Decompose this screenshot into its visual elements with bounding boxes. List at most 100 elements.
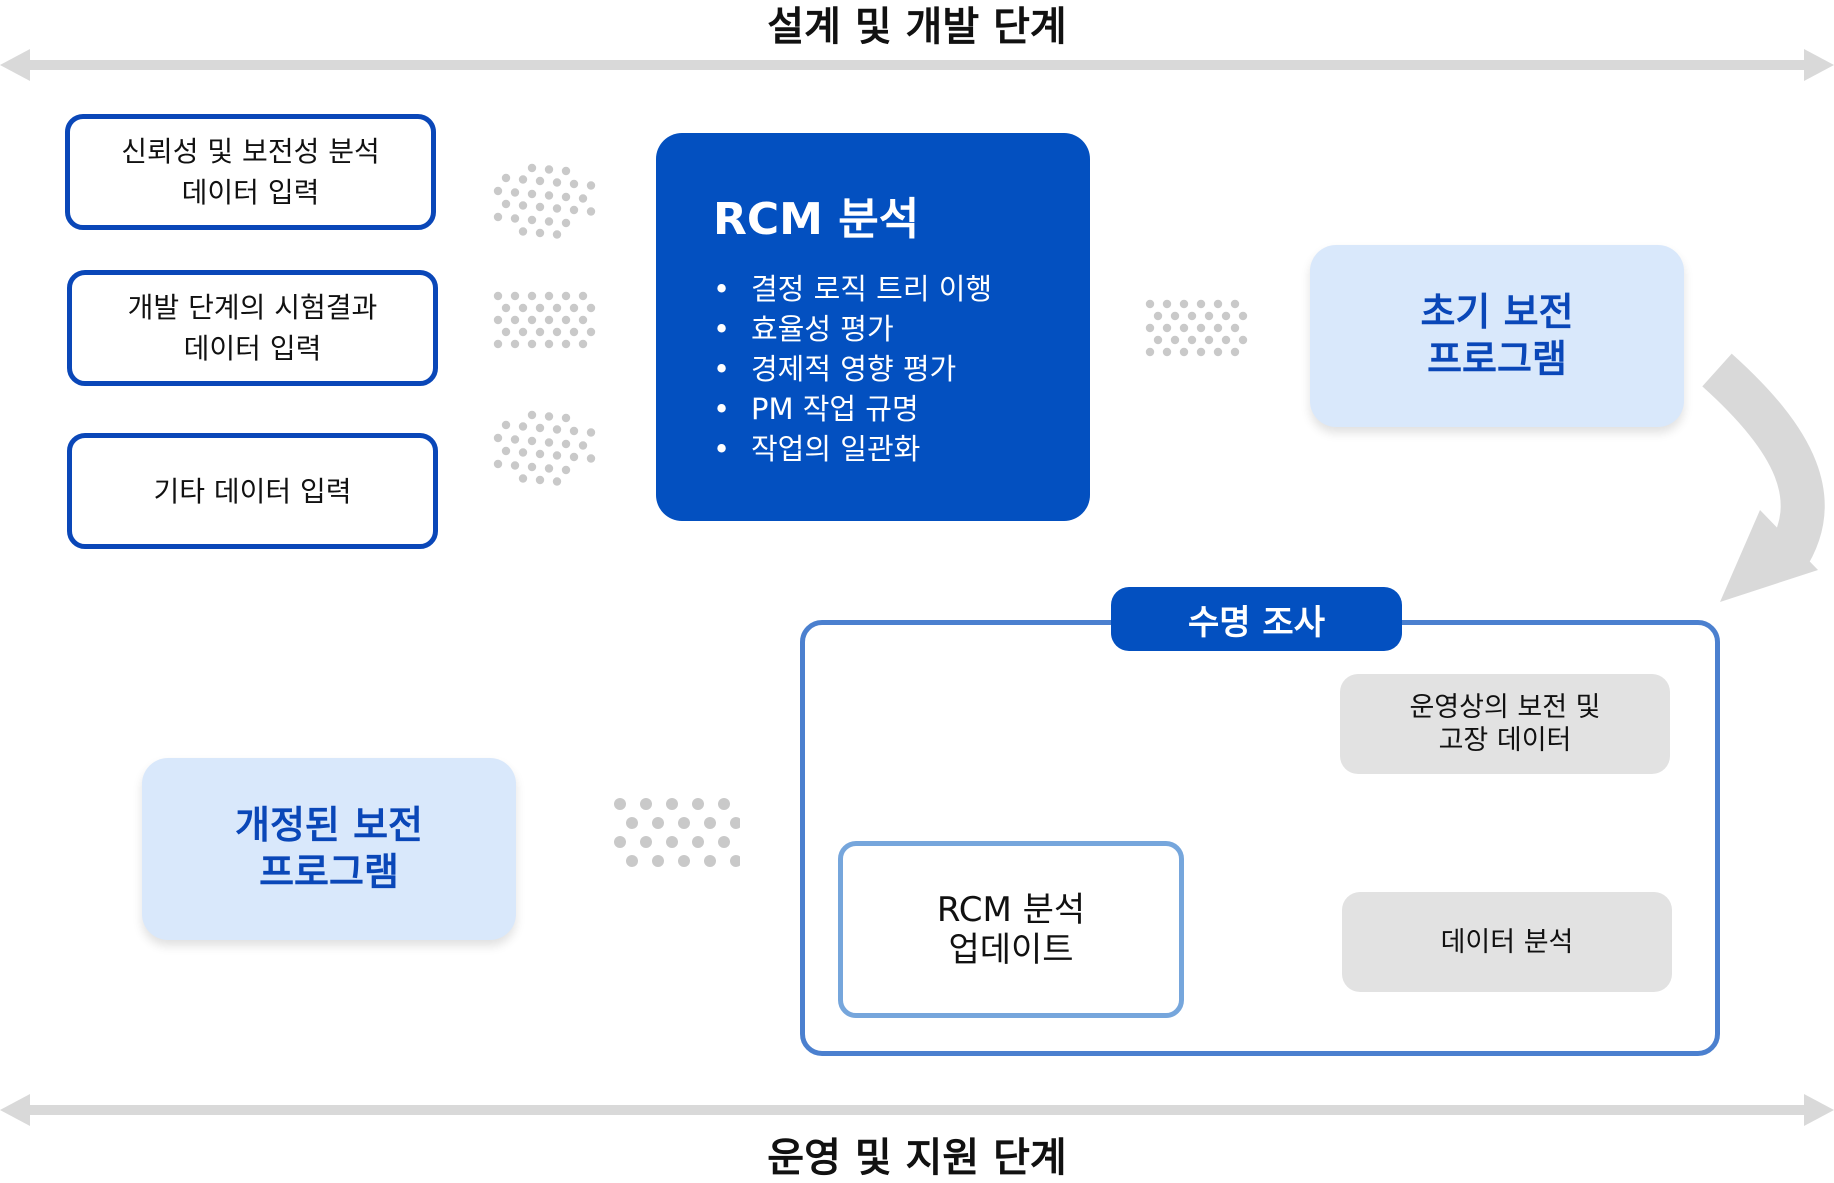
connector-dot xyxy=(1204,335,1214,345)
input-box-other: 기타 데이터 입력 xyxy=(67,433,438,549)
connector-dot xyxy=(586,181,596,190)
connector-dot xyxy=(493,186,503,196)
connector-dot xyxy=(1179,323,1189,333)
connector-dot xyxy=(493,315,503,325)
connector-dot xyxy=(1187,311,1197,321)
connector-dot xyxy=(718,836,730,848)
connector-dot xyxy=(535,475,545,485)
input-test-results-line1: 개발 단계의 시험결과 xyxy=(127,291,378,324)
dots-connector-2 xyxy=(493,291,596,349)
data-analysis-box: 데이터 분석 xyxy=(1342,892,1672,992)
connector-dot xyxy=(493,459,503,469)
connector-dot xyxy=(666,836,678,848)
connector-dot xyxy=(578,315,588,325)
connector-dot xyxy=(510,188,520,197)
connector-dot xyxy=(1162,323,1172,333)
rcm-analysis-title: RCM 분석 xyxy=(713,194,920,245)
connector-dot xyxy=(1196,347,1206,357)
connector-dot xyxy=(501,199,511,209)
design-phase-title: 설계 및 개발 단계 xyxy=(767,4,1067,50)
connector-dot xyxy=(527,315,537,325)
connector-dot xyxy=(1187,335,1197,345)
connector-dot xyxy=(544,165,554,174)
connector-dot xyxy=(640,836,652,848)
design-phase-arrow xyxy=(0,49,1834,81)
connector-dot xyxy=(552,204,562,213)
connector-dot xyxy=(614,836,626,848)
input-reliability-line1: 신뢰성 및 보전성 분석 xyxy=(121,135,380,168)
connector-dot xyxy=(569,452,579,462)
connector-dot xyxy=(652,817,664,829)
connector-dot xyxy=(501,420,511,430)
connector-dot xyxy=(718,798,730,810)
connector-dot xyxy=(1196,299,1206,309)
rcm-analysis-box: RCM 분석 결정 로직 트리 이행 효율성 평가 경제적 영향 평가 PM 작… xyxy=(656,133,1090,521)
rcm-item: 작업의 일관화 xyxy=(713,429,1090,469)
connector-dot xyxy=(1221,311,1231,321)
connector-dot xyxy=(527,436,537,446)
rcm-item: 결정 로직 트리 이행 xyxy=(713,269,1090,309)
connector-dot xyxy=(578,291,588,301)
dots-connector-3 xyxy=(493,410,596,486)
connector-dot xyxy=(561,166,571,176)
connector-dot xyxy=(1153,311,1163,321)
connector-dot xyxy=(493,212,503,222)
connector-dot xyxy=(544,217,554,226)
connector-dot xyxy=(518,175,528,184)
connector-dot xyxy=(527,410,537,420)
connector-dot xyxy=(561,291,571,301)
connector-dot xyxy=(569,327,579,337)
revised-program-line1: 개정된 보전 xyxy=(234,803,424,847)
connector-dot xyxy=(1213,323,1223,333)
connector-dot xyxy=(586,454,596,463)
connector-dot xyxy=(544,291,554,301)
connector-dot xyxy=(561,339,571,349)
connector-dot xyxy=(614,798,626,810)
connector-dot xyxy=(626,817,638,829)
rcm-item: PM 작업 규명 xyxy=(713,389,1090,429)
connector-dot xyxy=(586,303,596,313)
connector-dot xyxy=(586,327,596,337)
connector-dot xyxy=(704,817,716,829)
connector-dot xyxy=(1221,335,1231,345)
connector-dot xyxy=(569,426,579,436)
connector-dot xyxy=(527,163,537,173)
connector-dot xyxy=(1145,347,1155,357)
connector-dot xyxy=(527,189,537,199)
revised-program-line2: 프로그램 xyxy=(259,850,399,894)
initial-program-line1: 초기 보전 xyxy=(1420,290,1574,334)
connector-dot xyxy=(518,422,528,431)
connector-dot xyxy=(544,191,554,200)
connector-dot xyxy=(518,448,528,457)
connector-dot xyxy=(501,446,511,456)
connector-dot xyxy=(552,230,562,239)
connector-dot xyxy=(544,438,554,447)
connector-dot xyxy=(704,855,716,867)
connector-dot xyxy=(652,855,664,867)
connector-dot xyxy=(561,413,571,423)
connector-dot xyxy=(510,435,520,444)
connector-dot xyxy=(535,327,545,337)
connector-dot xyxy=(678,855,690,867)
connector-dot xyxy=(544,315,554,325)
operation-phase-title: 운영 및 지원 단계 xyxy=(767,1135,1067,1181)
connector-dot xyxy=(493,339,503,349)
connector-dot xyxy=(692,836,704,848)
connector-dot xyxy=(552,451,562,460)
connector-dot xyxy=(510,461,520,470)
connector-dot xyxy=(501,303,511,313)
connector-dot xyxy=(544,464,554,473)
connector-dot xyxy=(1162,299,1172,309)
connector-dot xyxy=(544,412,554,421)
connector-dot xyxy=(678,817,690,829)
dots-connector-1 xyxy=(493,163,596,239)
connector-dot xyxy=(518,303,528,313)
connector-dot xyxy=(501,327,511,337)
connector-dot xyxy=(527,462,537,472)
connector-dot xyxy=(561,315,571,325)
dots-connector-5 xyxy=(614,798,740,867)
